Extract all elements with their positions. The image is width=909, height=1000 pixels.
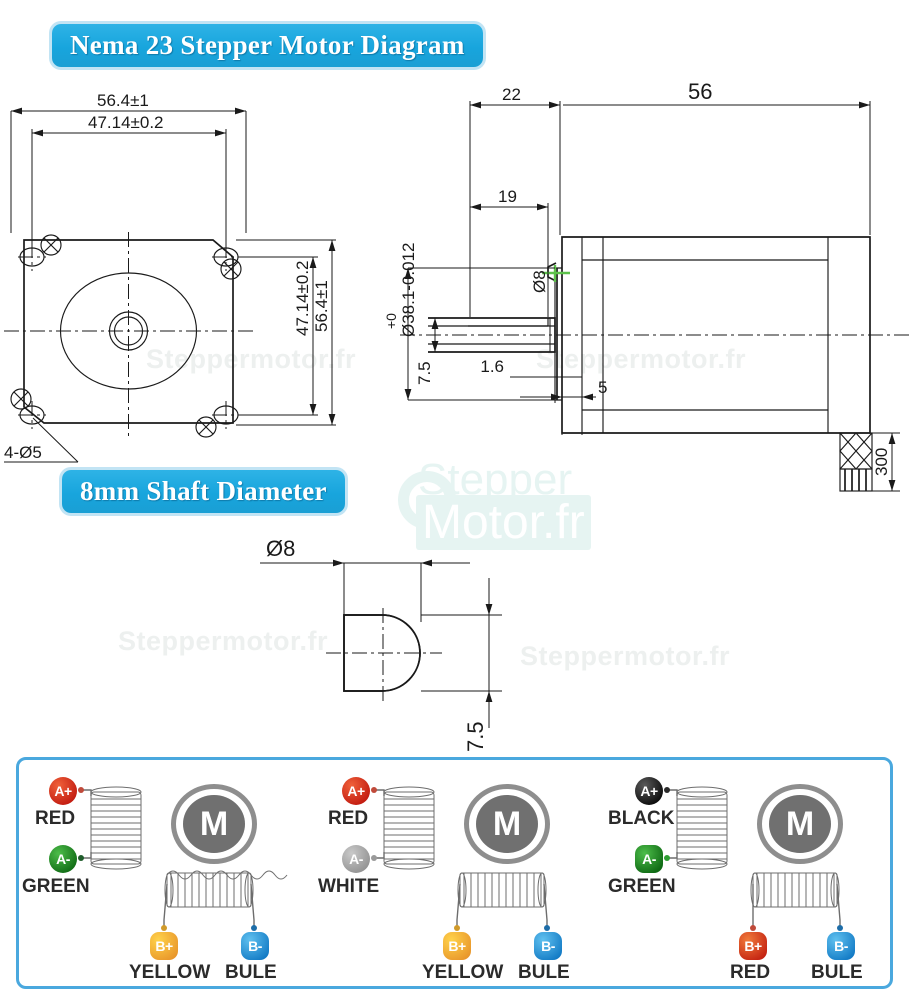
badge-a-minus-3: A- xyxy=(635,845,663,873)
label-b-minus-1: BULE xyxy=(225,962,277,983)
badge-a-minus-2: A- xyxy=(342,845,370,873)
coil-a-2 xyxy=(383,786,435,870)
watermark-logo-top: Stepper xyxy=(418,455,573,504)
wiring-graphics-2 xyxy=(371,786,550,931)
motor-symbol-label-1: M xyxy=(183,795,245,853)
badge-a-plus-3: A+ xyxy=(635,777,663,805)
dim-cable-len: 300 xyxy=(872,448,891,476)
label-b-minus-2: BULE xyxy=(518,962,570,983)
badge-b-minus-3: B- xyxy=(827,932,855,960)
coil-b-1 xyxy=(164,870,288,908)
badge-b-plus-3: B+ xyxy=(739,932,767,960)
dim-pilot-dia-top: +0 xyxy=(383,313,399,329)
label-b-plus-1: YELLOW xyxy=(129,962,211,983)
wiring-panel-3: M A+ BLACK A- GREEN B+ RED B- BULE xyxy=(605,760,897,986)
coil-b-3 xyxy=(750,872,840,908)
dim-section-dia: Ø8 xyxy=(266,536,295,561)
motor-symbol-1: M xyxy=(171,784,257,864)
wiring-panel: M A+ RED A- GREEN B+ YELLOW B- BULE xyxy=(16,757,893,989)
badge-b-plus-1: B+ xyxy=(150,932,178,960)
gear-icon xyxy=(398,471,456,529)
motor-symbol-3: M xyxy=(757,784,843,864)
dim-shaft-dia: Ø8 xyxy=(530,270,549,293)
label-a-plus-3: BLACK xyxy=(608,808,675,829)
motor-symbol-2: M xyxy=(464,784,550,864)
badge-b-minus-1: B- xyxy=(241,932,269,960)
front-view-drawing: 56.4±1 47.14±0.2 47.14±0.2 56.4±1 4-Ø5 xyxy=(4,91,336,463)
dim-pilot-dia: Ø38.1-0.012 xyxy=(399,242,418,337)
badge-a-plus-1: A+ xyxy=(49,777,77,805)
cable-braid xyxy=(839,432,873,492)
badge-b-plus-2: B+ xyxy=(443,932,471,960)
wiring-panel-2: M A+ RED A- WHITE B+ YELLOW B- BULE xyxy=(312,760,604,986)
coil-a-1 xyxy=(90,786,142,870)
motor-symbol-label-3: M xyxy=(769,795,831,853)
shaft-section-drawing: Ø8 7.5 xyxy=(260,536,502,752)
label-a-minus-3: GREEN xyxy=(608,876,676,897)
banner-title-text: Nema 23 Stepper Motor Diagram xyxy=(70,30,465,60)
label-a-minus-2: WHITE xyxy=(318,876,380,897)
label-a-minus-1: GREEN xyxy=(22,876,90,897)
dim-pilot-len: 5 xyxy=(598,378,607,397)
label-a-plus-2: RED xyxy=(328,808,369,829)
dim-flat-depth: 7.5 xyxy=(415,361,434,385)
dim-height-bolt: 47.14±0.2 xyxy=(293,260,312,336)
dim-height-outer: 56.4±1 xyxy=(312,280,331,332)
dim-body-len: 56 xyxy=(688,79,712,104)
watermark-shaft-right: Steppermotor.fr xyxy=(520,641,731,671)
badge-a-plus-2: A+ xyxy=(342,777,370,805)
dim-section-flat: 7.5 xyxy=(463,721,488,752)
badge-a-minus-1: A- xyxy=(49,845,77,873)
dim-width-bolt: 47.14±0.2 xyxy=(88,113,164,132)
dim-hole-callout: 4-Ø5 xyxy=(4,443,42,462)
dim-flange-thk: 1.6 xyxy=(480,357,504,376)
banner-title: Nema 23 Stepper Motor Diagram xyxy=(52,24,483,67)
wiring-panel-1: M A+ RED A- GREEN B+ YELLOW B- BULE xyxy=(19,760,311,986)
label-b-plus-2: YELLOW xyxy=(422,962,504,983)
label-b-minus-3: BULE xyxy=(811,962,863,983)
motor-symbol-label-2: M xyxy=(476,795,538,853)
dim-key-len: 19 xyxy=(498,187,517,206)
label-a-plus-1: RED xyxy=(35,808,76,829)
coil-a-3 xyxy=(676,786,728,870)
banner-shaft: 8mm Shaft Diameter xyxy=(62,470,345,513)
dim-width-outer: 56.4±1 xyxy=(97,91,149,110)
badge-b-minus-2: B- xyxy=(534,932,562,960)
coil-b-2 xyxy=(457,872,547,908)
label-b-plus-3: RED xyxy=(730,962,771,983)
side-view-drawing: 22 56 19 +0 Ø38.1-0.012 7.5 Ø8 1.6 xyxy=(383,79,909,492)
dim-shaft-len: 22 xyxy=(502,85,521,104)
wiring-graphics-3 xyxy=(664,786,843,931)
wiring-graphics-1 xyxy=(78,786,288,931)
banner-shaft-text: 8mm Shaft Diameter xyxy=(80,476,327,506)
